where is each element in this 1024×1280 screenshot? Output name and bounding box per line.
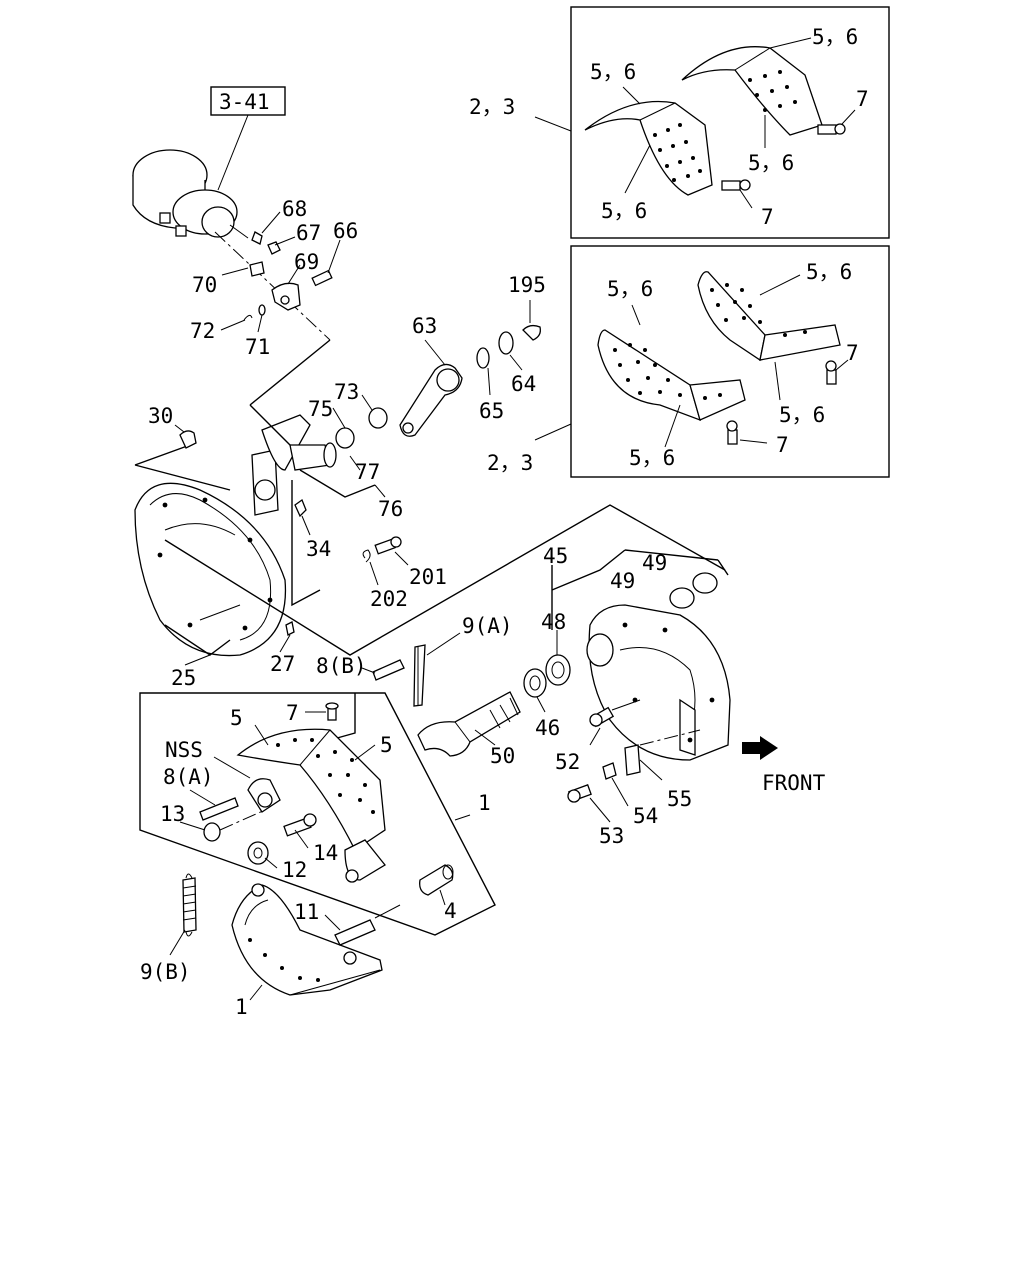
- callout-195: 195: [508, 273, 546, 297]
- ref-box-label: 3-41: [219, 90, 270, 114]
- callout-1: 1: [478, 791, 491, 815]
- callout-7: 7: [776, 433, 789, 457]
- callout-8b: 8(B): [316, 654, 367, 678]
- callout-5-6: 5，6: [590, 60, 636, 84]
- shoe-assembly: [139, 692, 496, 936]
- callout-9a: 9(A): [462, 614, 513, 638]
- pins-9a-8b: [361, 632, 461, 707]
- callout-25: 25: [171, 666, 196, 690]
- callout-46: 46: [535, 716, 560, 740]
- dust-shield: [134, 424, 726, 666]
- callout-49: 49: [610, 569, 635, 593]
- callout-30: 30: [148, 404, 173, 428]
- callout-5-6: 5，6: [629, 446, 675, 470]
- callout-77: 77: [355, 460, 380, 484]
- callout-65: 65: [479, 399, 504, 423]
- callout-73: 73: [334, 380, 359, 404]
- callout-5: 5: [380, 733, 393, 757]
- callout-68: 68: [282, 197, 307, 221]
- callout-53: 53: [599, 824, 624, 848]
- callout-45: 45: [543, 544, 568, 568]
- labels: 3-41 5，6 5，6 7 2，3 5，6 5，6 7 5，6 5，6 7 5…: [140, 25, 869, 1019]
- spider-housing: [523, 549, 778, 823]
- callout-7: 7: [286, 701, 299, 725]
- callout-66: 66: [333, 219, 358, 243]
- callout-201: 201: [409, 565, 447, 589]
- callout-55: 55: [667, 787, 692, 811]
- callout-70: 70: [192, 273, 217, 297]
- callout-75: 75: [308, 397, 333, 421]
- bottom-shoe: [169, 873, 401, 1001]
- callout-63: 63: [412, 314, 437, 338]
- callout-7: 7: [761, 205, 774, 229]
- slack-adjuster: [399, 300, 541, 437]
- callout-14: 14: [313, 841, 338, 865]
- callout-12: 12: [282, 858, 307, 882]
- callout-5-6: 5，6: [779, 403, 825, 427]
- callout-27: 27: [270, 652, 295, 676]
- callout-2-3: 2，3: [487, 451, 533, 475]
- callout-64: 64: [511, 372, 536, 396]
- callout-48: 48: [541, 610, 566, 634]
- callout-76: 76: [378, 497, 403, 521]
- callout-69: 69: [294, 250, 319, 274]
- lining-detail-box-lower: [570, 245, 890, 478]
- callout-202: 202: [370, 587, 408, 611]
- callout-4: 4: [444, 899, 457, 923]
- clevis-parts: [220, 211, 341, 333]
- callout-52: 52: [555, 750, 580, 774]
- callout-54: 54: [633, 804, 658, 828]
- front-label: FRONT: [762, 771, 826, 795]
- callout-5-6: 5，6: [607, 277, 653, 301]
- callout-5-6: 5，6: [748, 151, 794, 175]
- callout-8a: 8(A): [163, 765, 214, 789]
- callout-5: 5: [230, 706, 243, 730]
- callout-7: 7: [846, 341, 859, 365]
- callout-2-3: 2，3: [469, 95, 515, 119]
- callout-50: 50: [490, 744, 515, 768]
- callout-11: 11: [294, 900, 319, 924]
- callout-13: 13: [160, 802, 185, 826]
- camshaft: [417, 691, 521, 757]
- callout-9b: 9(B): [140, 960, 191, 984]
- callout-7: 7: [856, 87, 869, 111]
- camshaft-bracket: [249, 339, 388, 607]
- callout-nss: NSS: [165, 738, 203, 762]
- callout-72: 72: [190, 319, 215, 343]
- callout-34: 34: [306, 537, 331, 561]
- callout-49: 49: [642, 551, 667, 575]
- callout-67: 67: [296, 221, 321, 245]
- callout-5-6: 5，6: [601, 199, 647, 223]
- bolts-201-202: [362, 536, 409, 586]
- callout-1: 1: [235, 995, 248, 1019]
- callout-5-6: 5，6: [806, 260, 852, 284]
- callout-5-6: 5，6: [812, 25, 858, 49]
- brake-chamber: [132, 86, 331, 341]
- lining-detail-box-upper: [570, 6, 890, 239]
- callout-71: 71: [245, 335, 270, 359]
